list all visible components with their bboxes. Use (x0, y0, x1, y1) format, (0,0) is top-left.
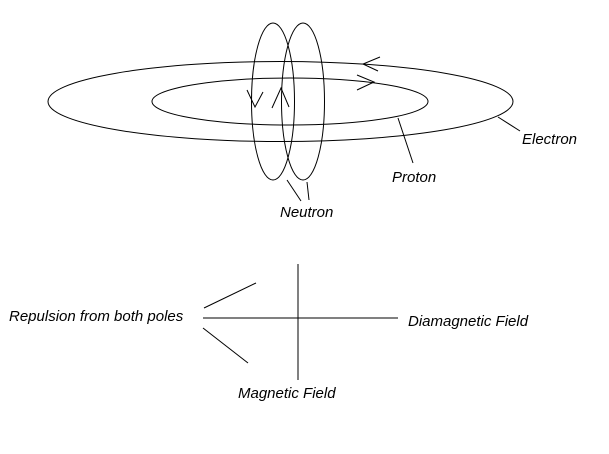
electron-orbit-ellipse (47, 61, 514, 142)
proton-label: Proton (392, 169, 436, 186)
diagram-labels: Electron Proton Neutron Repulsion from b… (9, 131, 577, 402)
repulsion-label: Repulsion from both poles (9, 308, 184, 325)
electron-label: Electron (522, 131, 577, 148)
electron-leader-line (497, 116, 521, 132)
neutron-left-down-arrow-icon (246, 89, 264, 109)
proton-leader-line (397, 117, 414, 164)
repulsion-lower-line (202, 327, 249, 364)
neutron-orbit-right-ellipse (281, 22, 325, 181)
diamagnetic-field-label: Diamagnetic Field (408, 313, 529, 330)
proton-direction-right-arrow-icon (356, 74, 376, 91)
neutron-leader-line-right (306, 181, 310, 201)
neutron-label: Neutron (280, 204, 333, 221)
neutron-orbit-left-ellipse (251, 22, 295, 181)
diagram-linework (47, 22, 521, 380)
proton-orbit-ellipse (151, 77, 429, 126)
neutron-right-up-arrow-icon (271, 86, 290, 109)
electron-direction-left-arrow-icon (361, 56, 381, 72)
neutron-leader-line-left (286, 179, 302, 202)
repulsion-upper-line (203, 282, 257, 309)
magnetic-field-label: Magnetic Field (238, 385, 336, 402)
